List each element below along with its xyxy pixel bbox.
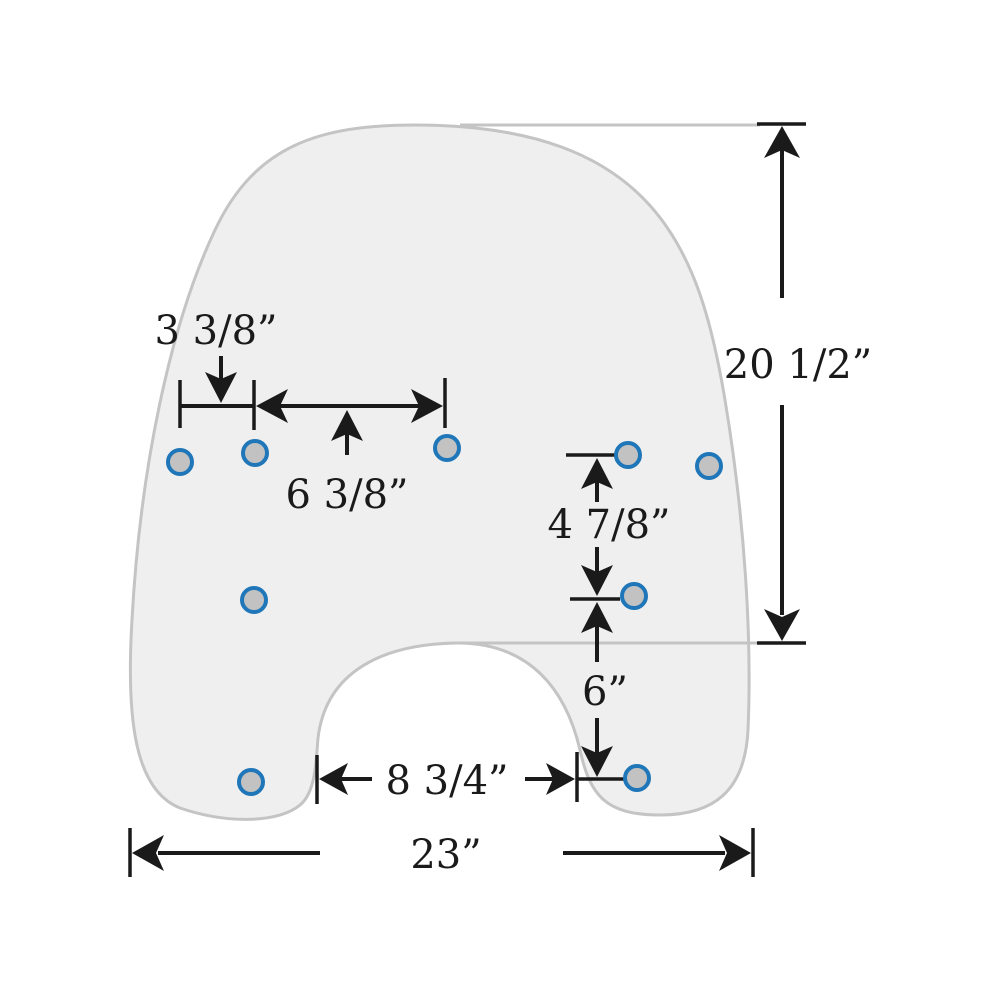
arrow-right-icon [719, 835, 751, 871]
arrow-right-icon [411, 389, 443, 423]
arrow-left-icon [319, 763, 348, 795]
arrow-up-icon [764, 126, 800, 158]
arrow-down-icon [581, 565, 613, 596]
mounting-hole-right-middle [620, 582, 648, 610]
notch-width-label: 8 3/4” [386, 758, 509, 804]
right-vertical-spacing-label: 4 7/8” [548, 502, 671, 548]
windshield-shape [128, 123, 751, 821]
arrow-down-icon [581, 746, 613, 777]
mounting-hole-right-outer-upper [695, 452, 723, 480]
upper-span-label: 6 3/8” [286, 472, 409, 518]
arrow-down-icon [764, 609, 800, 641]
arrow-up-icon [581, 602, 613, 633]
mounting-holes [166, 434, 723, 796]
arrow-up-icon [331, 410, 363, 441]
right-hole-spacing-dimension: 4 7/8” 6” [548, 453, 671, 777]
mounting-hole-left-lower [237, 768, 265, 796]
upper-left-spacing-label: 3 3/8” [155, 308, 278, 354]
arrow-left-icon [256, 389, 288, 423]
height-label: 20 1/2” [724, 342, 872, 388]
height-dimension: 20 1/2” [724, 122, 872, 645]
arrow-down-icon [205, 372, 237, 403]
width-dimension: 23” [128, 828, 755, 878]
upper-hole-spacing-dimension: 3 3/8” 6 3/8” [155, 308, 447, 518]
arrow-left-icon [132, 835, 164, 871]
right-lower-spacing-label: 6” [582, 669, 628, 715]
mounting-hole-right-inner-upper [614, 441, 642, 469]
arrow-right-icon [546, 763, 575, 795]
mounting-hole-left-middle [240, 586, 268, 614]
mounting-hole-right-lower [623, 764, 651, 792]
mounting-hole-left-inner-upper [241, 439, 269, 467]
mounting-hole-left-outer-upper [166, 448, 194, 476]
arrow-up-icon [581, 458, 613, 489]
notch-width-dimension: 8 3/4” [315, 752, 625, 804]
width-label: 23” [410, 832, 481, 878]
mounting-hole-center-upper [433, 434, 461, 462]
